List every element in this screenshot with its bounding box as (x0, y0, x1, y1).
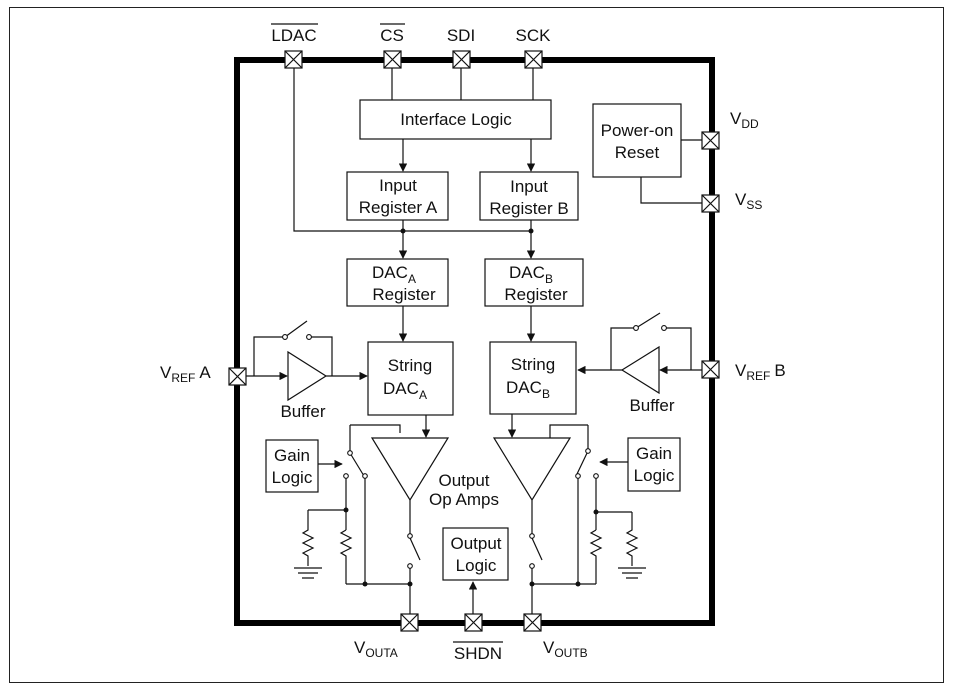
pin-sdi (452, 50, 471, 69)
string-dac-b-line1: String (511, 355, 555, 374)
string-dac-a-line1: String (388, 356, 432, 375)
gain-logic-b-line1: Gain (636, 444, 672, 463)
pin-vout-a (400, 613, 419, 632)
output-op-amps-line2: Op Amps (429, 490, 499, 509)
pin-label-shdn: SHDN (454, 644, 502, 663)
dac-b-register (484, 258, 584, 307)
dac-b-register-line2: Register (504, 285, 568, 304)
pin-vref-b (701, 360, 720, 379)
gain-logic-b-line2: Logic (634, 466, 675, 485)
dac-a-register (346, 258, 449, 307)
pin-label-vout-b: VOUTB (543, 638, 588, 660)
pin-label-sdi: SDI (447, 26, 475, 45)
input-register-a-line1: Input (379, 176, 417, 195)
pin-vss (701, 194, 720, 213)
input-register-b (479, 171, 579, 221)
resistor-a-ground (301, 510, 315, 566)
ground-symbol-b (618, 567, 646, 579)
input-register-b-line2: Register B (489, 199, 568, 218)
pin-vdd (701, 131, 720, 150)
pin-sck (524, 50, 543, 69)
resistor-b-feedback (589, 529, 603, 584)
pin-shdn (464, 613, 483, 632)
output-logic-block (442, 527, 509, 581)
buffer-b-triangle (620, 345, 660, 395)
resistor-a-feedback (339, 529, 353, 584)
pin-vout-b (523, 613, 542, 632)
buffer-a-triangle (287, 350, 328, 402)
pin-cs (383, 50, 402, 69)
string-dac-b-line2: DACB (506, 378, 550, 401)
pin-ldac (284, 50, 303, 69)
op-amp-a-triangle (370, 437, 450, 502)
interface-logic-label: Interface Logic (400, 110, 512, 129)
string-dac-a-line2: DACA (383, 379, 427, 402)
output-op-amps-line1: Output (438, 471, 489, 490)
input-register-a (346, 171, 449, 221)
gain-logic-a-line1: Gain (274, 446, 310, 465)
gain-logic-a-line2: Logic (272, 468, 313, 487)
interface-logic-block (359, 99, 552, 140)
power-on-reset-line1: Power-on (601, 121, 674, 140)
gain-logic-b-block (627, 437, 681, 492)
dac-a-register-line1: DACA (372, 263, 416, 286)
pin-label-vdd: VDD (730, 109, 759, 131)
power-on-reset-block (592, 103, 682, 178)
dac-a-register-line2: Register (372, 285, 436, 304)
input-register-b-line1: Input (510, 177, 548, 196)
string-dac-b (489, 341, 577, 415)
power-on-reset-line2: Reset (615, 143, 660, 162)
input-register-a-line2: Register A (359, 198, 438, 217)
gain-logic-a-block (265, 439, 319, 493)
pin-label-vout-a: VOUTA (354, 638, 398, 660)
op-amp-b-triangle (492, 437, 572, 502)
pin-label-ldac: LDAC (271, 26, 316, 45)
resistor-b-ground (625, 512, 639, 566)
pin-label-sck: SCK (516, 26, 552, 45)
string-dac-a (367, 341, 454, 416)
pin-vref-a (228, 367, 247, 386)
output-logic-line1: Output (450, 534, 501, 553)
dac-b-register-line1: DACB (509, 263, 553, 286)
pin-label-cs: CS (380, 26, 404, 45)
output-logic-line2: Logic (456, 556, 497, 575)
buffer-b-label: Buffer (629, 396, 674, 415)
buffer-a-label: Buffer (280, 402, 325, 421)
ground-symbol-a (294, 567, 322, 579)
figure-frame (9, 7, 944, 683)
pin-label-vss: VSS (735, 190, 762, 212)
